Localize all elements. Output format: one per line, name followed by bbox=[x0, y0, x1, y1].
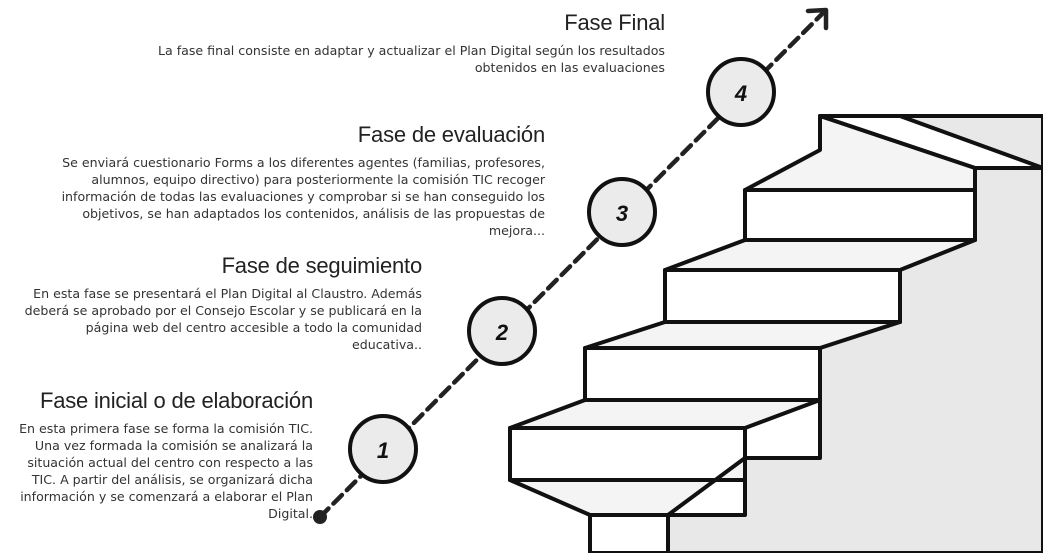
step-number: 3 bbox=[616, 201, 628, 226]
arrow-head-icon bbox=[805, 7, 829, 31]
step-3-front bbox=[663, 268, 902, 324]
phase-evaluation: Fase de evaluación Se enviará cuestionar… bbox=[40, 122, 546, 239]
phase-title: Fase de seguimiento bbox=[221, 253, 423, 278]
step-marker-3: 3 bbox=[587, 177, 657, 247]
phase-description: En esta fase se presentará el Plan Digit… bbox=[24, 286, 422, 352]
step-marker-4: 4 bbox=[706, 57, 776, 127]
phase-initial: Fase inicial o de elaboración En esta pr… bbox=[6, 388, 313, 522]
step-number: 2 bbox=[495, 320, 509, 345]
step-4-front bbox=[743, 188, 977, 242]
phase-final: Fase Final La fase final consiste en ada… bbox=[130, 10, 665, 76]
step-number: 4 bbox=[734, 81, 747, 106]
staircase-illustration bbox=[508, 114, 1043, 553]
start-dot bbox=[313, 510, 327, 524]
phase-title: Fase Final bbox=[564, 10, 665, 35]
step-marker-1: 1 bbox=[348, 414, 418, 484]
phase-description: La fase final consiste en adaptar y actu… bbox=[157, 43, 665, 75]
step-0-front bbox=[588, 513, 670, 553]
phase-title: Fase inicial o de elaboración bbox=[39, 388, 313, 413]
phase-follow-up: Fase de seguimiento En esta fase se pres… bbox=[20, 253, 423, 353]
step-number: 1 bbox=[377, 438, 389, 463]
step-marker-2: 2 bbox=[467, 296, 537, 366]
step-1-front bbox=[508, 426, 747, 482]
phase-description: Se enviará cuestionario Forms a los dife… bbox=[61, 155, 545, 238]
phase-description: En esta primera fase se forma la comisió… bbox=[19, 421, 313, 521]
step-4-tread bbox=[743, 114, 977, 192]
step-1-tread bbox=[508, 398, 822, 430]
step-0-tread bbox=[508, 456, 747, 517]
phase-title: Fase de evaluación bbox=[357, 122, 545, 147]
step-2-front bbox=[583, 346, 822, 402]
